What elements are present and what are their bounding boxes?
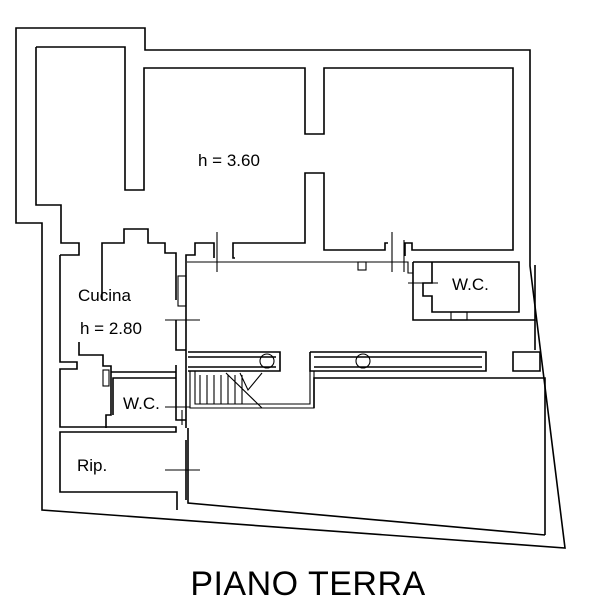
outer-wall-outer-line xyxy=(15,27,566,549)
kitchen-inner-walls xyxy=(78,342,176,428)
wc-left-fixture xyxy=(102,369,110,387)
pillar-circle xyxy=(259,353,275,369)
kitchen-label: Cucina xyxy=(78,286,131,305)
stair-band xyxy=(188,351,541,372)
corridor-wall-segment xyxy=(101,228,177,258)
corridor-line xyxy=(187,261,413,274)
pillar xyxy=(357,261,367,271)
kitchen-height-label: h = 2.80 xyxy=(80,319,142,338)
upper-left-room-wall xyxy=(35,47,80,256)
wc-right-fixture xyxy=(450,311,468,321)
staircase xyxy=(189,371,315,409)
main-room-height-label: h = 3.60 xyxy=(198,151,260,170)
lower-area-walls xyxy=(187,320,546,536)
storage-label: Rip. xyxy=(77,456,107,475)
pillar-circle xyxy=(355,353,371,369)
wc-left-label: W.C. xyxy=(123,394,160,413)
wc-right-label: W.C. xyxy=(452,275,489,294)
kitchen-walls xyxy=(59,255,187,510)
outer-wall-inner-line xyxy=(36,46,514,259)
plan-title: PIANO TERRA xyxy=(190,565,425,603)
kitchen-window xyxy=(177,275,187,307)
